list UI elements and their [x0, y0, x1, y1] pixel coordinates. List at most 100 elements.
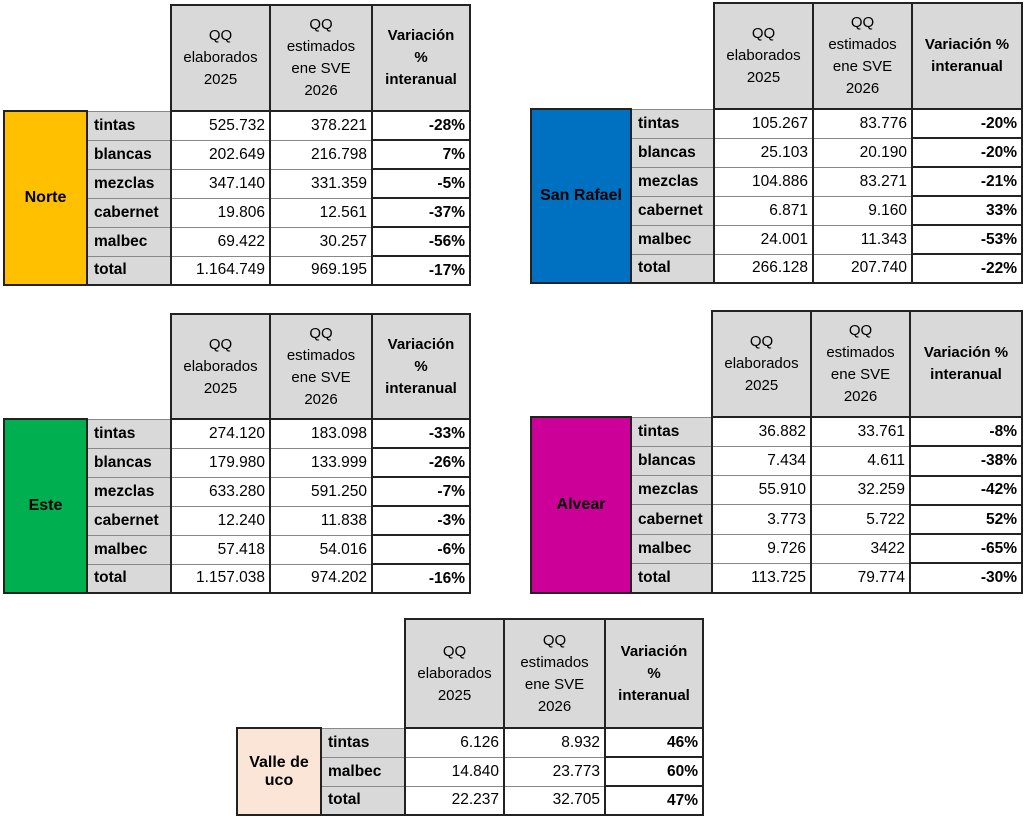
qq-elaborados-2025: 55.910	[711, 475, 812, 506]
category-label: tintas	[630, 108, 715, 139]
qq-elaborados-2025: 3.773	[711, 504, 812, 535]
variacion-interanual: -37%	[371, 197, 471, 228]
category-label: blancas	[630, 445, 713, 477]
region-label: Valle de uco	[236, 727, 322, 816]
qq-estimados-2026: 11.343	[812, 224, 913, 255]
qq-elaborados-2025: 57.418	[170, 534, 271, 565]
qq-estimados-2026: 216.798	[269, 139, 373, 170]
qq-elaborados-2025: 266.128	[713, 253, 814, 284]
category-label: total	[630, 253, 715, 284]
qq-estimados-2026: 207.740	[812, 253, 913, 284]
qq-estimados-2026: 183.098	[269, 418, 373, 449]
variacion-interanual: -56%	[371, 226, 471, 257]
variacion-interanual: 60%	[604, 756, 704, 787]
qq-elaborados-2025: 14.840	[404, 756, 505, 787]
qq-elaborados-2025: 179.980	[170, 447, 271, 478]
qq-estimados-2026: 30.257	[269, 226, 373, 257]
qq-elaborados-2025: 22.237	[404, 785, 505, 816]
qq-elaborados-2025: 274.120	[170, 418, 271, 449]
empty-corner	[531, 3, 714, 109]
qq-estimados-2026: 969.195	[269, 255, 373, 286]
column-header-1: QQ elaborados 2025	[170, 4, 271, 112]
category-label: cabernet	[86, 505, 172, 536]
qq-elaborados-2025: 69.422	[170, 226, 271, 257]
qq-elaborados-2025: 12.240	[170, 505, 271, 536]
category-label: cabernet	[630, 504, 713, 535]
qq-estimados-2026: 133.999	[269, 447, 373, 478]
category-label: malbec	[86, 534, 172, 565]
qq-estimados-2026: 32.259	[810, 475, 911, 506]
category-label: mezclas	[630, 166, 715, 197]
qq-estimados-2026: 3422	[810, 533, 911, 564]
qq-estimados-2026: 32.705	[503, 785, 606, 816]
qq-elaborados-2025: 105.267	[713, 108, 814, 139]
column-header-1: QQ elaborados 2025	[170, 313, 271, 420]
column-header-1: QQ elaborados 2025	[711, 310, 812, 418]
category-label: mezclas	[86, 476, 172, 507]
variacion-interanual: -20%	[911, 137, 1023, 168]
qq-elaborados-2025: 9.726	[711, 533, 812, 564]
qq-estimados-2026: 20.190	[812, 137, 913, 168]
empty-corner	[4, 314, 171, 419]
category-label: blancas	[630, 137, 715, 168]
region-label: Norte	[3, 110, 88, 286]
variacion-interanual: -5%	[371, 168, 471, 199]
column-header-1: QQ elaborados 2025	[713, 2, 814, 110]
qq-estimados-2026: 974.202	[269, 563, 373, 594]
variacion-interanual: -26%	[371, 447, 471, 478]
category-label: cabernet	[630, 195, 715, 226]
column-header-3: Variación % interanual	[371, 313, 471, 420]
variacion-interanual: -42%	[909, 474, 1023, 506]
region-label: Alvear	[530, 416, 632, 594]
column-header-3: Variación % interanual	[909, 310, 1023, 418]
qq-elaborados-2025: 113.725	[711, 562, 812, 594]
category-label: malbec	[630, 533, 713, 564]
variacion-interanual: -22%	[911, 253, 1023, 284]
qq-estimados-2026: 5.722	[810, 504, 911, 535]
column-header-2: QQ estimados ene SVE 2026	[810, 310, 911, 418]
category-label: cabernet	[86, 197, 172, 228]
region-label: San Rafael	[530, 108, 632, 284]
category-label: malbec	[320, 756, 406, 787]
variacion-interanual: -38%	[909, 445, 1023, 477]
qq-elaborados-2025: 633.280	[170, 476, 271, 507]
category-label: total	[86, 255, 172, 286]
variacion-interanual: 47%	[604, 785, 704, 816]
qq-estimados-2026: 33.761	[810, 416, 911, 447]
category-label: total	[320, 785, 406, 816]
category-label: blancas	[86, 447, 172, 478]
category-label: tintas	[630, 416, 713, 447]
variacion-interanual: 33%	[911, 195, 1023, 226]
qq-elaborados-2025: 19.806	[170, 197, 271, 228]
variacion-interanual: -8%	[909, 415, 1023, 448]
qq-elaborados-2025: 25.103	[713, 137, 814, 168]
column-header-3: Variación % interanual	[911, 2, 1023, 110]
column-header-1: QQ elaborados 2025	[404, 618, 505, 729]
qq-elaborados-2025: 6.871	[713, 195, 814, 226]
qq-elaborados-2025: 6.126	[404, 727, 505, 758]
qq-estimados-2026: 79.774	[810, 562, 911, 594]
category-label: mezclas	[630, 475, 713, 506]
qq-elaborados-2025: 1.157.038	[170, 563, 271, 594]
category-label: total	[630, 562, 713, 594]
column-header-2: QQ estimados ene SVE 2026	[503, 618, 606, 729]
qq-elaborados-2025: 525.732	[170, 110, 271, 141]
